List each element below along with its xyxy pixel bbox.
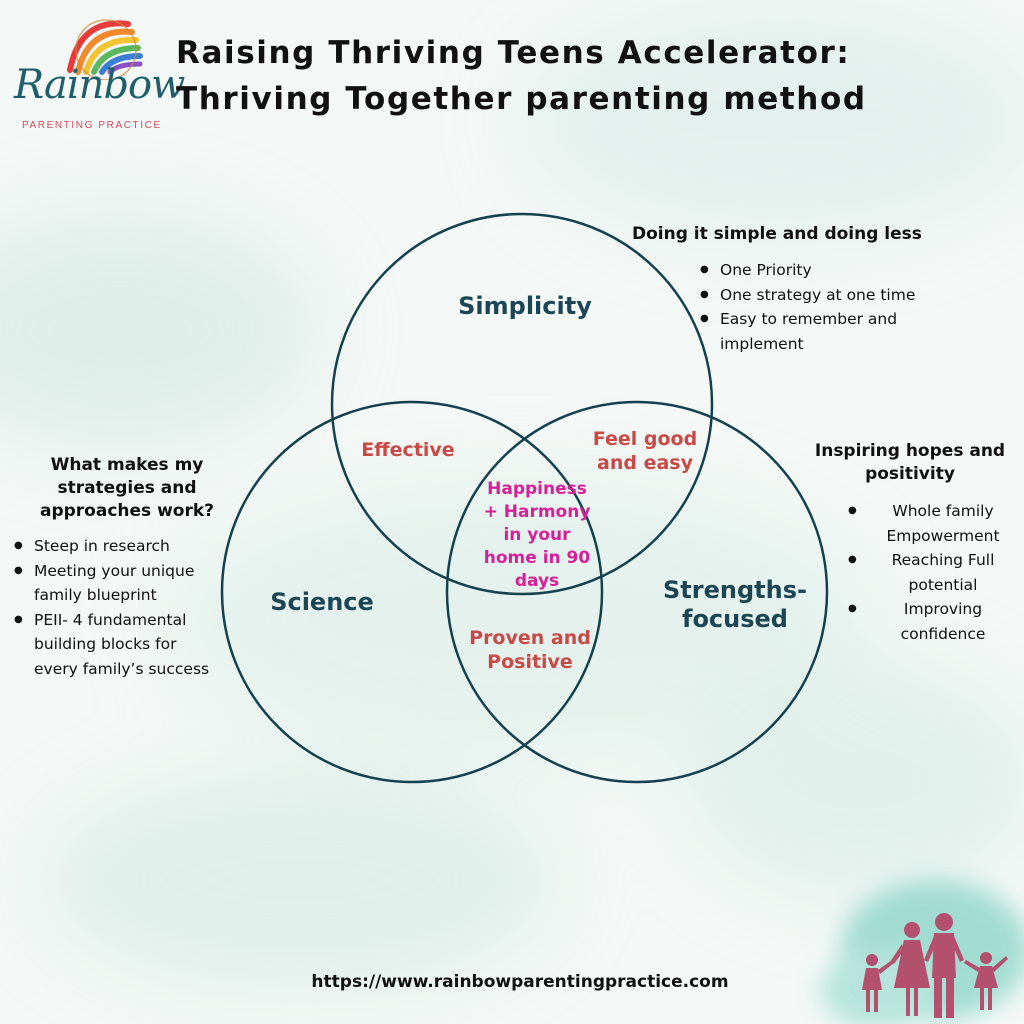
logo-wordmark: Rainbow xyxy=(14,62,185,108)
title-line-2: Thriving Together parenting method xyxy=(176,81,867,117)
proven-positive-label: Proven and Positive xyxy=(469,627,591,673)
list-item: One strategy at one time xyxy=(700,283,950,308)
rainbow-logo: Rainbow PARENTING PRACTICE xyxy=(8,10,185,135)
science-circle xyxy=(220,400,604,784)
logo-tagline: PARENTING PRACTICE xyxy=(22,120,162,131)
footer-url-link[interactable]: https://www.rainbowparentingpractice.com xyxy=(311,972,729,992)
page-title: Raising Thriving Teens Accelerator: Thri… xyxy=(176,30,1006,122)
strengths-list: Whole family Empowerment Reaching Full p… xyxy=(848,499,1018,646)
strengths-heading: Inspiring hopes and positivity xyxy=(814,441,1006,484)
simplicity-label: Simplicity xyxy=(458,292,592,320)
title-line-1: Raising Thriving Teens Accelerator: xyxy=(176,35,851,71)
list-item: Improving confidence xyxy=(848,597,1018,646)
simplicity-list: One Priority One strategy at one time Ea… xyxy=(700,258,950,356)
science-label: Science xyxy=(270,588,374,616)
list-item: Steep in research xyxy=(14,534,219,559)
rainbow-brush-icon xyxy=(67,19,143,80)
list-item: Whole family Empowerment xyxy=(848,499,1018,548)
simplicity-circle xyxy=(330,212,714,596)
effective-label: Effective xyxy=(361,439,455,461)
list-item: One Priority xyxy=(700,258,950,283)
science-heading: What makes my strategies and approaches … xyxy=(39,455,215,521)
science-list: Steep in research Meeting your unique fa… xyxy=(14,534,219,681)
family-silhouette-icon xyxy=(862,913,1008,1018)
strengths-label: Strengths- focused xyxy=(663,576,807,633)
strengths-circle xyxy=(445,400,829,784)
feel-good-label: Feel good and easy xyxy=(592,428,698,474)
simplicity-heading: Doing it simple and doing less xyxy=(632,224,922,244)
list-item: Easy to remember and implement xyxy=(700,307,950,356)
list-item: Meeting your unique family blueprint xyxy=(14,559,219,608)
center-happiness-label: Happiness + Harmony in your home in 90 d… xyxy=(483,479,591,591)
list-item: PEII- 4 fundamental building blocks for … xyxy=(14,608,219,682)
list-item: Reaching Full potential xyxy=(848,548,1018,597)
